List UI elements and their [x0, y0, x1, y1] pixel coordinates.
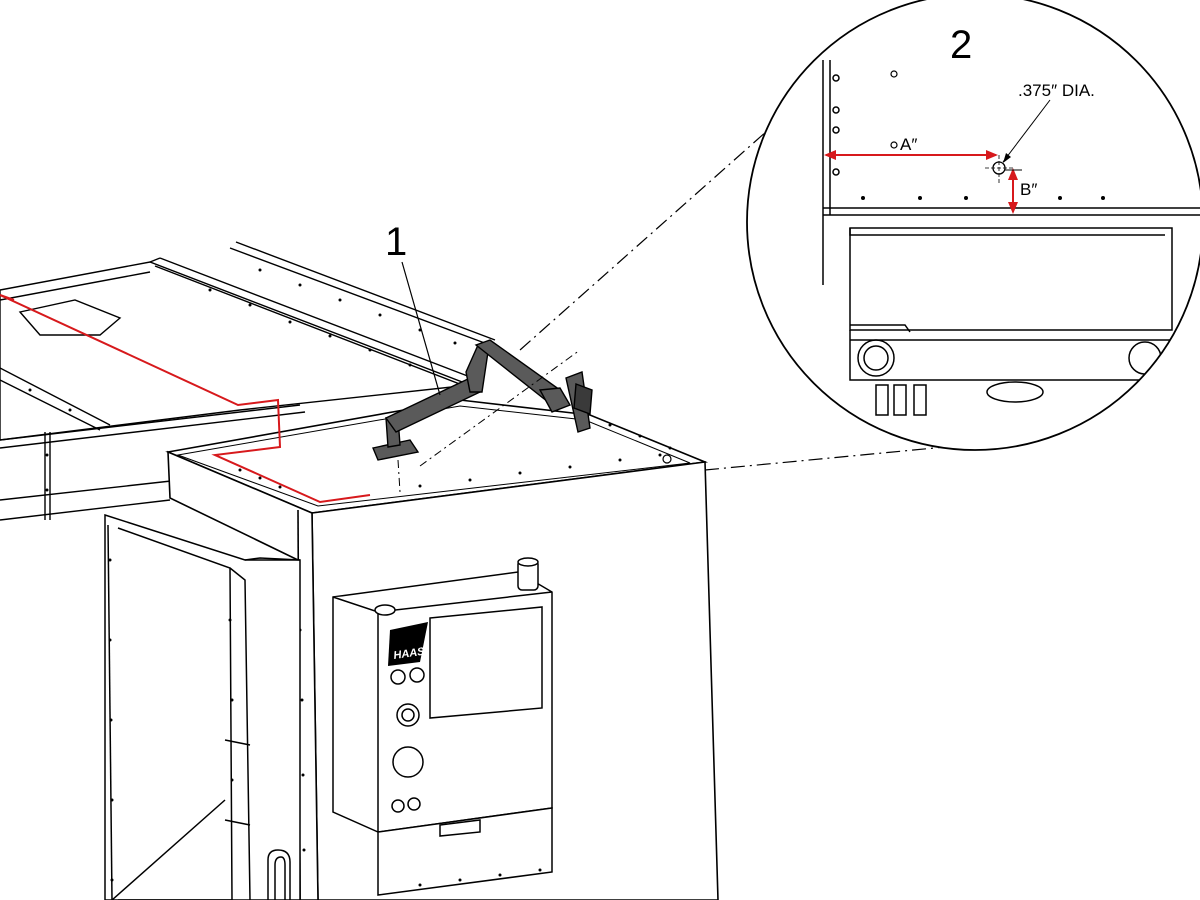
monitor-arm-icon — [372, 339, 593, 461]
diameter-callout: .375″ DIA. — [1002, 81, 1095, 163]
dim-a-label: A″ — [900, 135, 917, 154]
projection-lines — [397, 349, 581, 493]
callout-1: 1 — [385, 220, 441, 396]
dimension-a: A″ — [824, 135, 998, 160]
haas-logo-icon: HAAS — [388, 622, 428, 666]
dimension-b: B″ — [1005, 168, 1037, 214]
detail-view: A″ B″ .375″ DIA. 2 — [746, 0, 1200, 451]
control-pendant — [332, 557, 553, 896]
pendant-screen — [429, 606, 543, 719]
rivets-left — [28, 268, 457, 492]
callout-number-2: 2 — [950, 23, 972, 67]
rivets-pendant — [418, 868, 542, 887]
svg-text:HAAS: HAAS — [393, 646, 426, 662]
detail-leader-lines — [519, 114, 946, 471]
top-hole — [662, 454, 672, 464]
rivets-door — [108, 558, 234, 882]
cable-route-line — [0, 294, 371, 504]
callout-number-1: 1 — [385, 220, 407, 264]
machine-enclosure-left — [0, 241, 496, 521]
dim-b-label: B″ — [1020, 180, 1037, 199]
hole-diameter-label: .375″ DIA. — [1018, 81, 1095, 100]
door-frame — [104, 513, 301, 900]
